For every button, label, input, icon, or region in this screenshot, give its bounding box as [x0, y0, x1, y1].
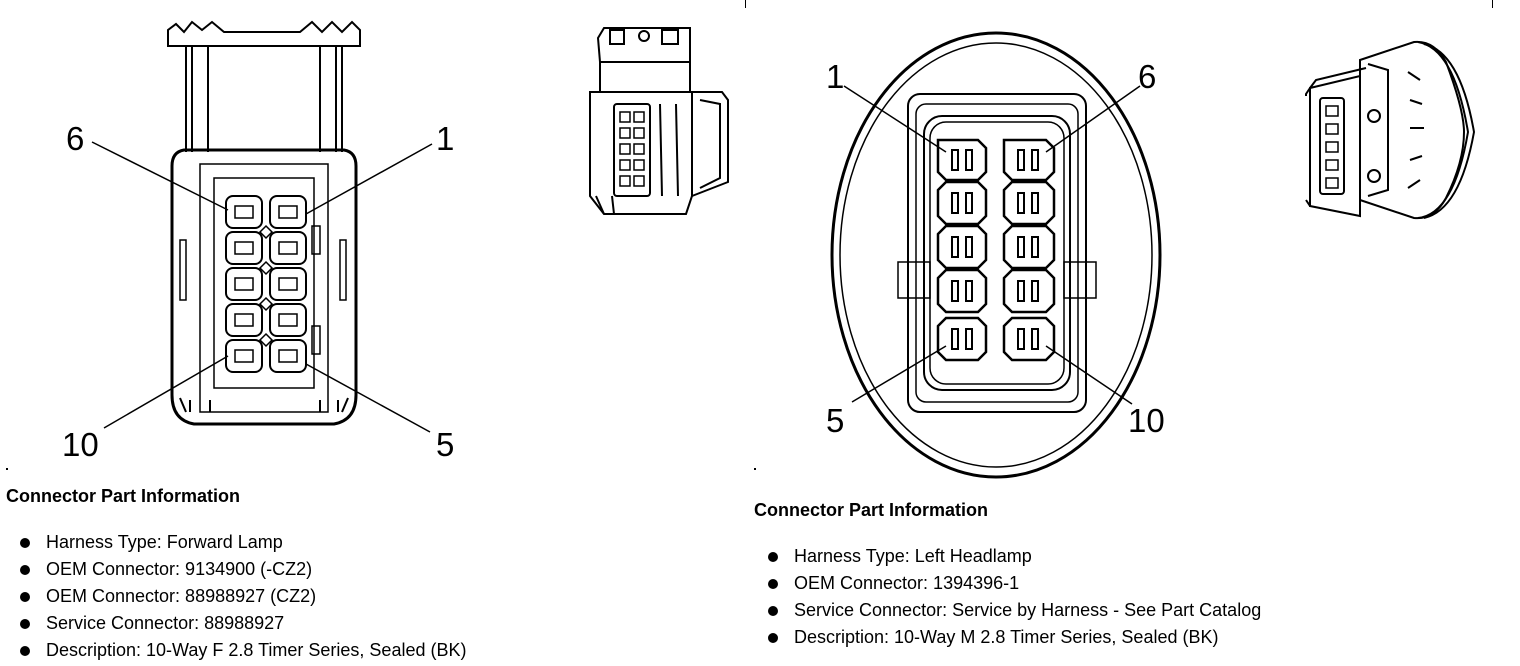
oem-connector: OEM Connector: 9134900 (-CZ2)	[46, 559, 313, 579]
service-connector: Service Connector: 88988927	[46, 613, 285, 633]
panel-divider-dot	[754, 468, 756, 470]
bullet-icon	[20, 619, 30, 629]
panel-edge-right	[1492, 0, 1493, 8]
list-item: OEM Connector: 1394396-1	[754, 570, 1261, 597]
harness-type: Harness Type: Left Headlamp	[794, 546, 1032, 566]
description: Description: 10-Way M 2.8 Timer Series, …	[794, 627, 1219, 647]
female-connector-perspective-view	[589, 27, 729, 215]
pin-label-5: 5	[436, 426, 454, 463]
pin-label-10: 10	[1128, 402, 1165, 439]
oem-connector: OEM Connector: 88988927 (CZ2)	[46, 586, 317, 606]
list-item: OEM Connector: 9134900 (-CZ2)	[6, 556, 466, 583]
bullet-icon	[20, 592, 30, 602]
bullet-icon	[768, 552, 778, 562]
bullet-icon	[768, 606, 778, 616]
bullet-icon	[768, 579, 778, 589]
part-info-title: Connector Part Information	[754, 500, 989, 520]
panel-divider-dot-left	[6, 468, 8, 470]
pin-label-6: 6	[1138, 58, 1156, 95]
bullet-icon	[20, 646, 30, 656]
list-item: Description: 10-Way M 2.8 Timer Series, …	[754, 624, 1261, 651]
list-item: Harness Type: Left Headlamp	[754, 543, 1261, 570]
list-item: Harness Type: Forward Lamp	[6, 529, 466, 556]
part-info-list: Harness Type: Left Headlamp OEM Connecto…	[754, 543, 1261, 651]
bullet-icon	[20, 565, 30, 575]
list-item: Service Connector: Service by Harness - …	[754, 597, 1261, 624]
male-connector-diagram: 1 6 5 10	[826, 31, 1476, 479]
pin-label-1: 1	[826, 58, 844, 95]
pin-label-1: 1	[436, 120, 454, 157]
right-connector-panel: 1 6 5 10 Connector Part I	[748, 0, 1520, 666]
service-connector: Service Connector: Service by Harness - …	[794, 600, 1262, 620]
oem-connector: OEM Connector: 1394396-1	[794, 573, 1020, 593]
panel-divider	[745, 0, 746, 8]
list-item: Service Connector: 88988927	[6, 610, 466, 637]
description: Description: 10-Way F 2.8 Timer Series, …	[46, 640, 467, 660]
pin-label-6: 6	[66, 120, 84, 157]
left-connector-panel: 6 1 10 5 Connector Part I	[0, 0, 745, 666]
pin-label-5: 5	[826, 402, 844, 439]
male-connector-side-view	[1305, 40, 1476, 220]
part-info-list: Harness Type: Forward Lamp OEM Connector…	[6, 529, 466, 664]
harness-type: Harness Type: Forward Lamp	[46, 532, 283, 552]
bullet-icon	[20, 538, 30, 548]
female-connector-diagram: 6 1 10 5	[62, 20, 729, 463]
left-part-info: Connector Part Information Harness Type:…	[6, 486, 466, 664]
part-info-title: Connector Part Information	[6, 486, 241, 506]
right-part-info: Connector Part Information Harness Type:…	[754, 500, 1261, 651]
list-item: OEM Connector: 88988927 (CZ2)	[6, 583, 466, 610]
bullet-icon	[768, 633, 778, 643]
pin-label-10: 10	[62, 426, 99, 463]
list-item: Description: 10-Way F 2.8 Timer Series, …	[6, 637, 466, 664]
